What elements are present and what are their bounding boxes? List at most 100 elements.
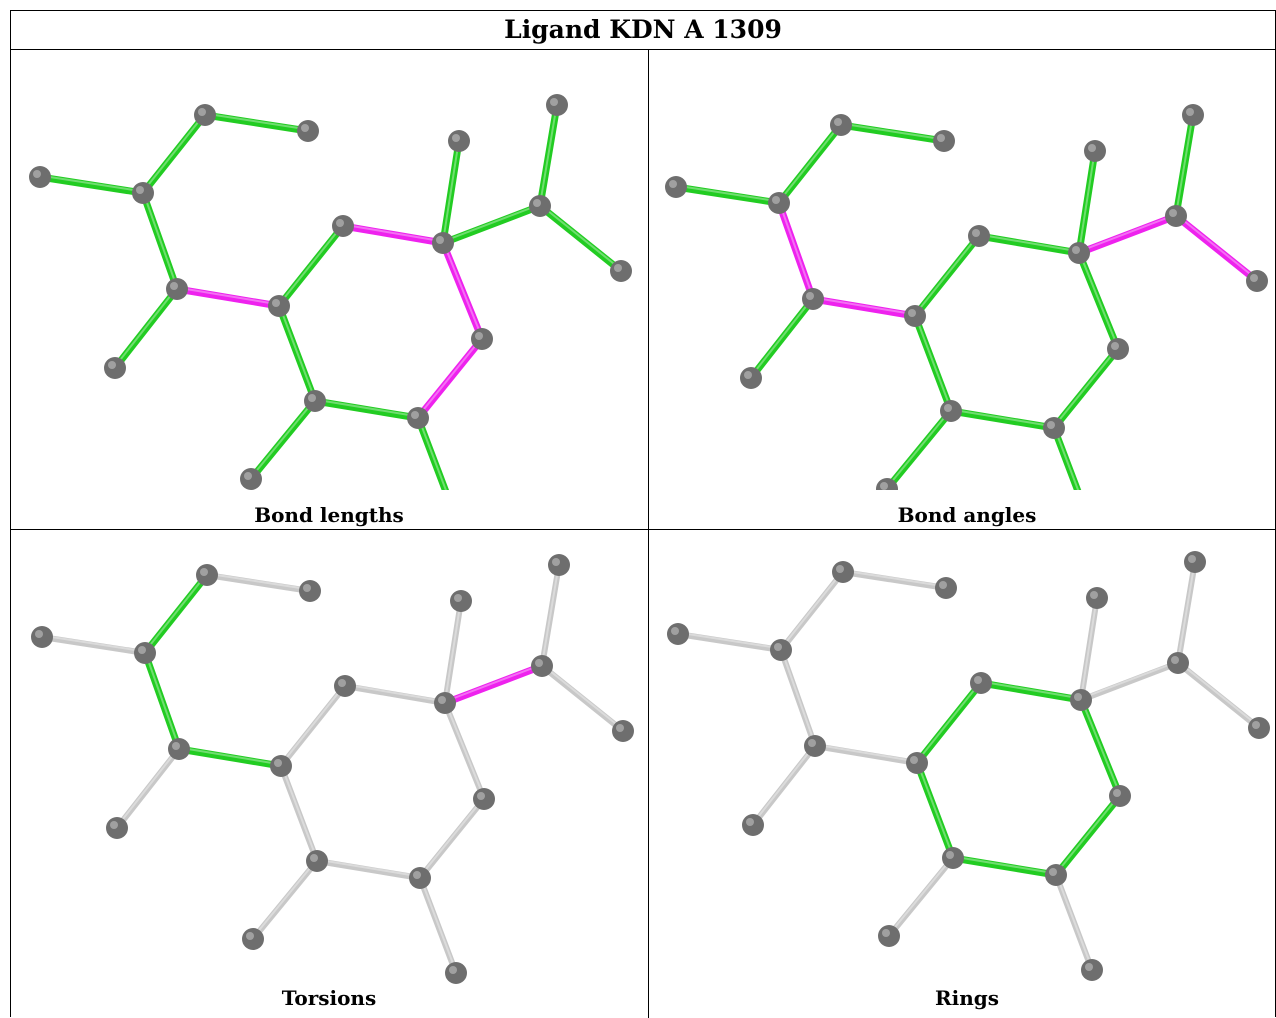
- atom-shine-a18: [1085, 963, 1093, 971]
- bond-shine-a9-a10: [539, 203, 622, 271]
- bond-shine-a7-a8: [344, 683, 446, 703]
- table-title: Ligand KDN A 1309: [11, 11, 1275, 50]
- atom-a2: [935, 577, 957, 599]
- bond-shine-a8-a13: [444, 700, 485, 799]
- atom-shine-a17: [246, 932, 254, 940]
- atom-a11: [804, 735, 826, 757]
- atom-a1: [830, 114, 852, 136]
- bond-a1-a4-inactive: [778, 569, 846, 653]
- atom-shine-a6: [1188, 555, 1196, 563]
- atom-shine-a1: [200, 568, 208, 576]
- bond-shine-a16-a15: [314, 398, 419, 418]
- bond-shine-a15-a17: [250, 398, 316, 479]
- atom-shine-a12: [908, 309, 916, 317]
- bond-shine-a16-a15: [316, 858, 421, 878]
- atom-a13: [471, 328, 493, 350]
- bond-shine-a8-a5: [444, 598, 462, 703]
- bond-shine-a13-a16: [417, 336, 483, 418]
- atom-shine-a3: [33, 170, 41, 178]
- bond-a8-a5-normal: [439, 137, 463, 247]
- atom-a3: [667, 623, 689, 645]
- atom-a13: [473, 788, 495, 810]
- bond-shine-a11-a12: [178, 746, 282, 766]
- bond-shine-a15-a12: [916, 760, 954, 858]
- bond-a1-a2-inactive: [840, 569, 949, 591]
- bond-shine-a16-a18: [419, 875, 457, 973]
- bond-shine-a11-a12: [812, 296, 916, 316]
- bond-shine-a8-a5: [442, 138, 460, 243]
- bond-a16-a18-normal: [414, 414, 450, 490]
- atom-a6: [546, 94, 568, 116]
- bond-a15-a12-inactive: [278, 763, 320, 864]
- atom-shine-a5: [454, 594, 462, 602]
- bond-shine-a11-a12: [814, 743, 918, 763]
- bond-a8-a5-normal: [1075, 147, 1099, 257]
- atom-a5: [1084, 140, 1106, 162]
- atom-a4: [134, 642, 156, 664]
- bond-a13-a16-normal: [1050, 345, 1122, 432]
- bond-a15-a17-inactive: [250, 858, 320, 942]
- bond-shine-a15-a17: [888, 855, 954, 936]
- bond-a8-a9-inactive: [1078, 660, 1181, 703]
- atom-a16: [409, 867, 431, 889]
- atom-shine-a3: [669, 180, 677, 188]
- atom-a1: [196, 564, 218, 586]
- panel-rings: Rings: [649, 530, 1276, 1018]
- atom-a4: [770, 639, 792, 661]
- bond-shine-a13-a16: [1053, 346, 1119, 428]
- atom-shine-a13: [477, 792, 485, 800]
- atom-a17: [240, 468, 262, 490]
- atom-shine-a17: [882, 929, 890, 937]
- atom-a11: [802, 288, 824, 310]
- row-divider: [11, 529, 1275, 530]
- bond-shine-a3-a4: [39, 174, 144, 193]
- bond-a12-a7-inactive: [278, 683, 348, 769]
- atom-a7: [334, 675, 356, 697]
- atom-a15: [940, 400, 962, 422]
- atom-a5: [450, 590, 472, 612]
- bond-shine-a3-a4: [677, 631, 782, 650]
- bond-a9-a6-inactive: [539, 562, 562, 669]
- molecule-view-torsions: [31, 554, 634, 984]
- bond-shine-a1-a2: [842, 569, 947, 588]
- atom-shine-a14: [744, 371, 752, 379]
- bond-shine-a4-a11: [778, 200, 814, 299]
- bond-shine-a8-a9: [442, 203, 541, 243]
- atom-a14: [740, 367, 762, 389]
- atom-a11: [168, 738, 190, 760]
- bond-a12-a7-normal: [911, 232, 983, 320]
- atom-shine-a6: [1186, 108, 1194, 116]
- bond-a7-a8-highlight: [339, 222, 447, 247]
- bond-shine-a7-a8: [978, 233, 1080, 253]
- atom-a1: [832, 561, 854, 583]
- atom-shine-a16: [411, 411, 419, 419]
- bond-shine-a9-a10: [1177, 660, 1260, 728]
- atom-shine-a15: [946, 851, 954, 859]
- bond-shine-a16-a18: [1053, 425, 1080, 490]
- bond-a1-a4-normal: [775, 121, 845, 207]
- atom-a16: [1045, 864, 1067, 886]
- atom-a7: [968, 225, 990, 247]
- bond-shine-a8-a13: [1078, 250, 1119, 349]
- atom-shine-a10: [616, 724, 624, 732]
- atom-a6: [548, 554, 570, 576]
- bond-a9-a6-normal: [1172, 111, 1197, 220]
- atom-a15: [304, 390, 326, 412]
- bond-shine-a1-a2: [840, 122, 945, 141]
- bond-shine-a8-a5: [1078, 148, 1096, 253]
- bond-a16-a15-inactive: [314, 858, 423, 881]
- atom-shine-a9: [535, 659, 543, 667]
- bond-a15-a17-inactive: [886, 855, 956, 939]
- atom-a14: [106, 817, 128, 839]
- bond-shine-a4-a11: [142, 190, 178, 289]
- bond-shine-a11-a14: [752, 743, 816, 825]
- bond-shine-a16-a15: [952, 855, 1057, 875]
- atom-a1: [194, 104, 216, 126]
- bond-shine-a1-a4: [778, 122, 842, 203]
- atom-a10: [612, 720, 634, 742]
- atom-shine-a13: [1111, 342, 1119, 350]
- bond-a15-a12-normal: [911, 312, 955, 415]
- bond-a11-a12-highlight: [809, 295, 919, 320]
- bond-shine-a11-a14: [114, 286, 178, 368]
- atom-a10: [610, 260, 632, 282]
